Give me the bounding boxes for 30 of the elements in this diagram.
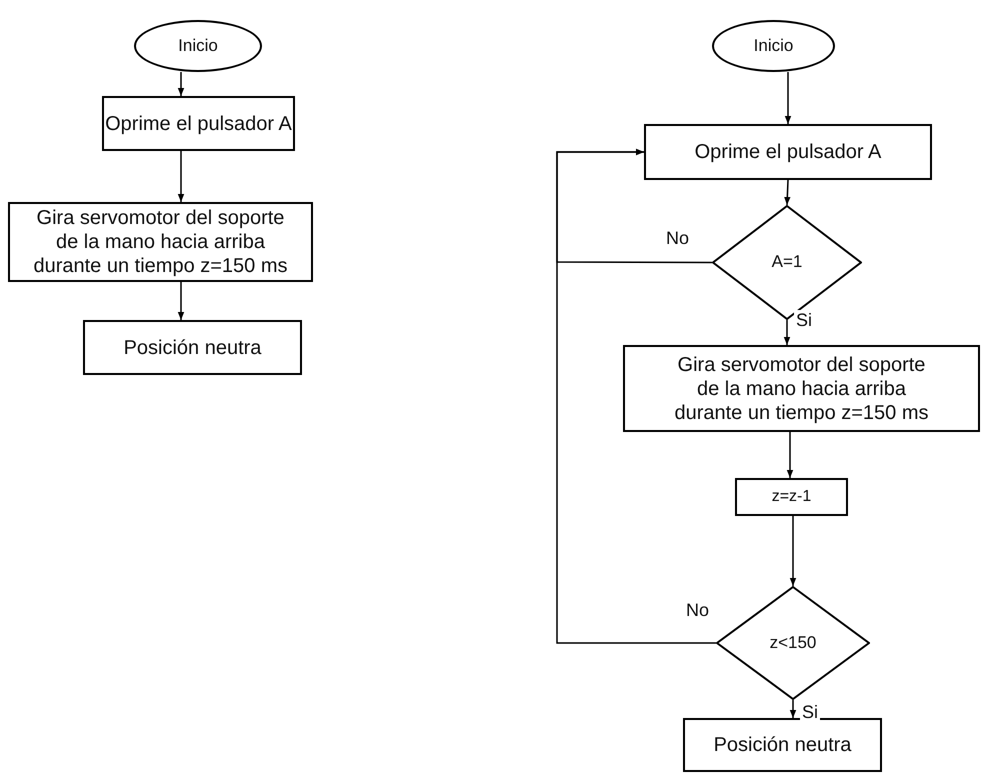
node-text: z=z-1 [772,487,812,507]
arrow [784,72,792,124]
process-box [644,124,932,180]
node-text: Oprime el pulsador A [105,112,292,136]
arrow [790,516,796,586]
node-text: Oprime el pulsador A [694,140,882,164]
process-box [102,96,295,151]
process-box [8,202,313,282]
node-text: Posición neutra [714,733,852,757]
arrow [784,320,790,345]
arrow [178,72,184,96]
arrow [178,282,184,320]
node-text: Gira servomotor del soporte de la mano hacia arriba durante un tiempo z=150 ms [32,206,289,278]
edge-label: Si [800,702,820,723]
arrow [790,700,796,718]
decision-diamond [716,586,870,700]
node-text: Gira servomotor del soporte de la mano hacia arriba durante un tiempo z=150 ms [673,352,930,424]
node-text: Inicio [754,36,794,56]
process-box [735,478,848,516]
arrow [784,180,791,206]
node-text: z<150 [770,632,816,654]
process-box [623,345,980,432]
node-text: Posición neutra [124,336,262,360]
arrow [178,151,184,202]
process-box [683,718,882,772]
node-text: Inicio [178,36,218,56]
node-text: A=1 [772,252,802,273]
process-box [83,320,302,375]
arrow [786,432,794,478]
arrow [556,148,716,644]
